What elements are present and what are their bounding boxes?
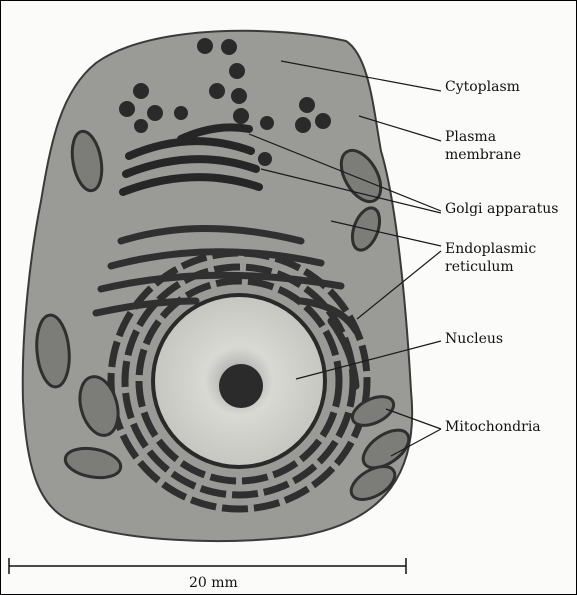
scale-bar-label: 20 mm bbox=[189, 575, 238, 592]
label-plasma-membrane-line2: membrane bbox=[445, 147, 521, 164]
label-er-line1: Endoplasmic bbox=[445, 241, 536, 258]
label-nucleus: Nucleus bbox=[445, 331, 503, 348]
label-cytoplasm: Cytoplasm bbox=[445, 79, 520, 96]
label-er-line2: reticulum bbox=[445, 259, 514, 276]
label-mitochondria: Mitochondria bbox=[445, 419, 541, 436]
label-plasma-membrane-line1: Plasma bbox=[445, 129, 496, 146]
nucleolus bbox=[219, 364, 263, 408]
scale-bar bbox=[9, 558, 406, 574]
label-golgi-apparatus: Golgi apparatus bbox=[445, 201, 558, 218]
